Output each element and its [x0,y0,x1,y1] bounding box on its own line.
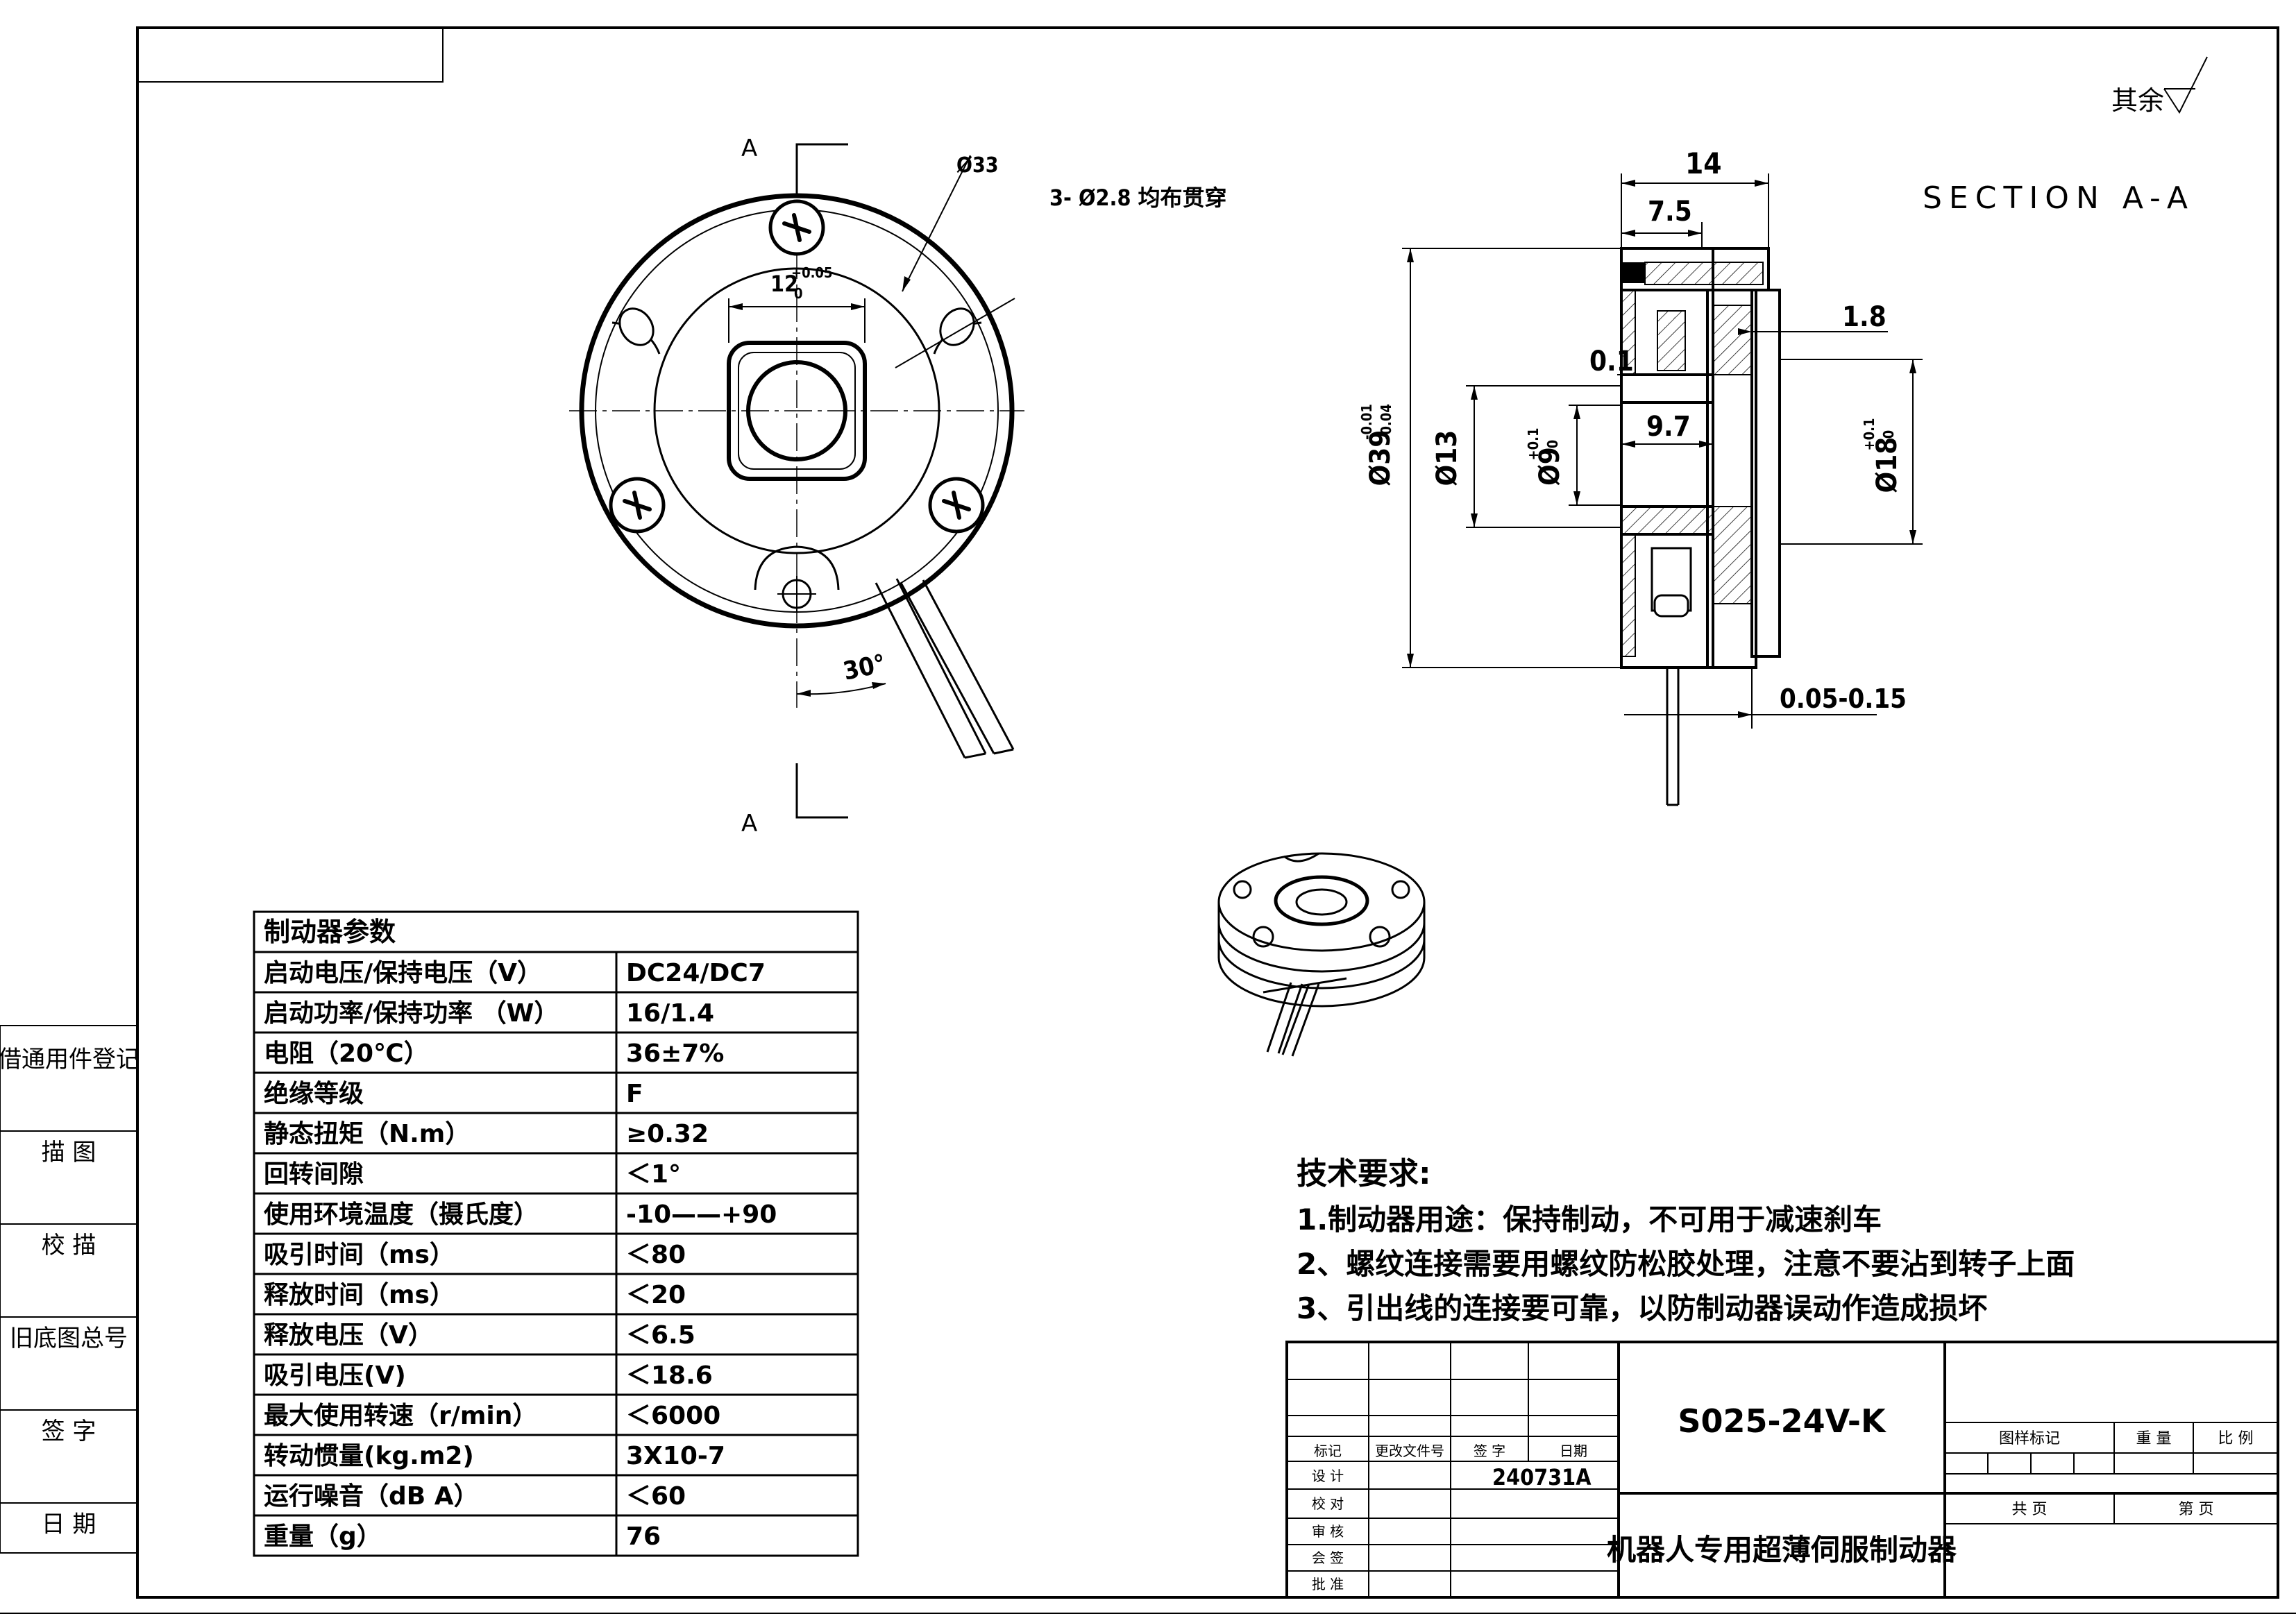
register-item: 借通用件登记 [0,1046,140,1073]
dia-13: Ø13 [1431,430,1463,486]
param-label: 吸引时间（ms） [264,1241,455,1269]
param-label: 回转间隙 [264,1160,364,1189]
param-value: 16/1.4 [626,999,714,1028]
role-label: 校 对 [1312,1495,1344,1512]
section-marker-top: A [741,135,757,162]
dim-gap-top: 0.1 [1589,346,1634,377]
param-label: 电阻（20℃） [264,1039,429,1068]
rev-header: 签 字 [1474,1443,1505,1459]
dia-18-tol-upper: +0.1 [1861,418,1877,451]
dim-angle: 30° [841,649,888,686]
param-label: 最大使用转速（r/min） [264,1402,537,1430]
screw-icon [609,199,985,534]
rev-header: 更改文件号 [1375,1443,1444,1459]
param-label: 静态扭矩（N.m） [264,1120,470,1148]
dia-9: Ø9 [1534,447,1566,486]
section-marker-bottom: A [741,810,757,838]
dim-air-gap: 0.05-0.15 [1780,683,1907,714]
param-value: ＜1° [626,1160,681,1189]
param-label: 启动功率/保持功率 （W） [264,999,559,1028]
dim-square-tol-lower: 0 [794,285,803,302]
param-value: 76 [626,1522,661,1551]
param-label: 重量（g） [264,1522,382,1551]
attr-header: 比 例 [2218,1430,2254,1447]
section-view: 14 7.5 0.1 1.8 9.7 0.05-0.15 Ø39 -0.01 -… [1358,146,1923,806]
param-label: 启动电压/保持电压（V） [264,959,542,987]
attr-header: 图样标记 [1999,1430,2060,1447]
param-label: 绝缘等级 [264,1079,364,1108]
dim-half: 7.5 [1648,196,1692,228]
roughness-note: 其余 [2111,56,2208,116]
date-code: 240731A [1492,1464,1592,1490]
section-title: SECTION A-A [1923,180,2195,216]
param-value: -10——+90 [626,1200,777,1229]
drawing-frame [0,26,2296,1614]
svg-text:其余: 其余 [2111,85,2164,116]
dia-18: Ø18 [1871,437,1903,493]
role-label: 审 核 [1312,1523,1344,1540]
page-total: 共 页 [2012,1501,2048,1518]
param-value: ＜80 [626,1241,686,1269]
front-view: A A [569,135,1227,838]
tech-item: 2、螺纹连接需要用螺纹防松胶处理，注意不要沾到转子上面 [1297,1247,2075,1281]
dim-inner: 9.7 [1646,411,1691,443]
role-label: 批 准 [1312,1576,1344,1592]
param-label: 运行噪音（dB A） [264,1482,479,1511]
tech-item: 3、引出线的连接要可靠，以防制动器误动作造成损坏 [1297,1291,1987,1325]
param-value: DC24/DC7 [626,959,766,987]
isometric-view [1217,852,1426,1057]
dia-9-tol-lower: 0 [1544,440,1561,449]
register-item: 旧底图总号 [10,1325,128,1352]
dia-outer-tol-upper: -0.01 [1358,404,1375,440]
page-number: 第 页 [2179,1501,2214,1518]
param-label: 释放电压（V） [264,1321,433,1350]
rev-header: 日期 [1560,1443,1587,1459]
dim-width: 14 [1685,146,1722,180]
tech-item: 1.制动器用途：保持制动，不可用于减速刹车 [1297,1203,1882,1237]
dim-diameter: Ø33 [956,153,999,178]
part-name: 机器人专用超薄伺服制动器 [1607,1533,1957,1567]
register-item: 校 描 [42,1232,96,1259]
side-register: 借通用件登记 描 图 校 描 旧底图总号 签 字 日 期 [0,1025,140,1554]
param-value: ＜20 [626,1281,686,1309]
param-label: 转动惯量(kg.m2) [264,1442,474,1470]
dim-plate: 1.8 [1842,301,1886,333]
dim-square: 12 [770,271,798,297]
param-value: ≥0.32 [626,1120,709,1148]
dim-square-tol-upper: +0.05 [791,264,832,281]
param-label: 释放时间（ms） [264,1281,455,1309]
param-value: ＜6.5 [626,1321,695,1350]
param-value: F [626,1080,643,1108]
param-label: 使用环境温度（摄氏度） [264,1200,539,1229]
register-item: 描 图 [42,1139,96,1166]
param-label: 吸引电压(V) [264,1361,406,1390]
part-number: S025-24V-K [1678,1402,1887,1440]
roughness-symbol-icon [2163,56,2208,114]
param-value: ＜60 [626,1482,686,1511]
param-value: 3X10-7 [626,1442,725,1470]
register-item: 日 期 [42,1511,96,1538]
dim-holes: 3- Ø2.8 均布贯穿 [1049,185,1227,211]
dia-9-tol-upper: +0.1 [1525,428,1542,461]
register-item: 签 字 [42,1418,96,1445]
role-label: 设 计 [1312,1468,1344,1484]
dia-outer-tol-lower: -0.04 [1378,404,1394,440]
params-title: 制动器参数 [264,917,396,947]
attr-header: 重 量 [2136,1430,2172,1447]
param-value: 36±7% [626,1039,724,1068]
role-label: 会 签 [1312,1549,1344,1566]
param-value: ＜18.6 [626,1361,713,1390]
tech-requirements: 技术要求: 1.制动器用途：保持制动，不可用于减速刹车 2、螺纹连接需要用螺纹防… [1297,1156,2075,1325]
param-value: ＜6000 [626,1402,720,1430]
rev-header: 标记 [1314,1443,1342,1459]
title-block: 标记 更改文件号 签 字 日期 设 计 校 对 审 核 会 签 批 准 2407… [1285,1341,2279,1599]
dia-outer: Ø39 [1365,430,1396,486]
tech-title: 技术要求: [1297,1156,1431,1191]
dia-18-tol-lower: 0 [1880,430,1897,439]
